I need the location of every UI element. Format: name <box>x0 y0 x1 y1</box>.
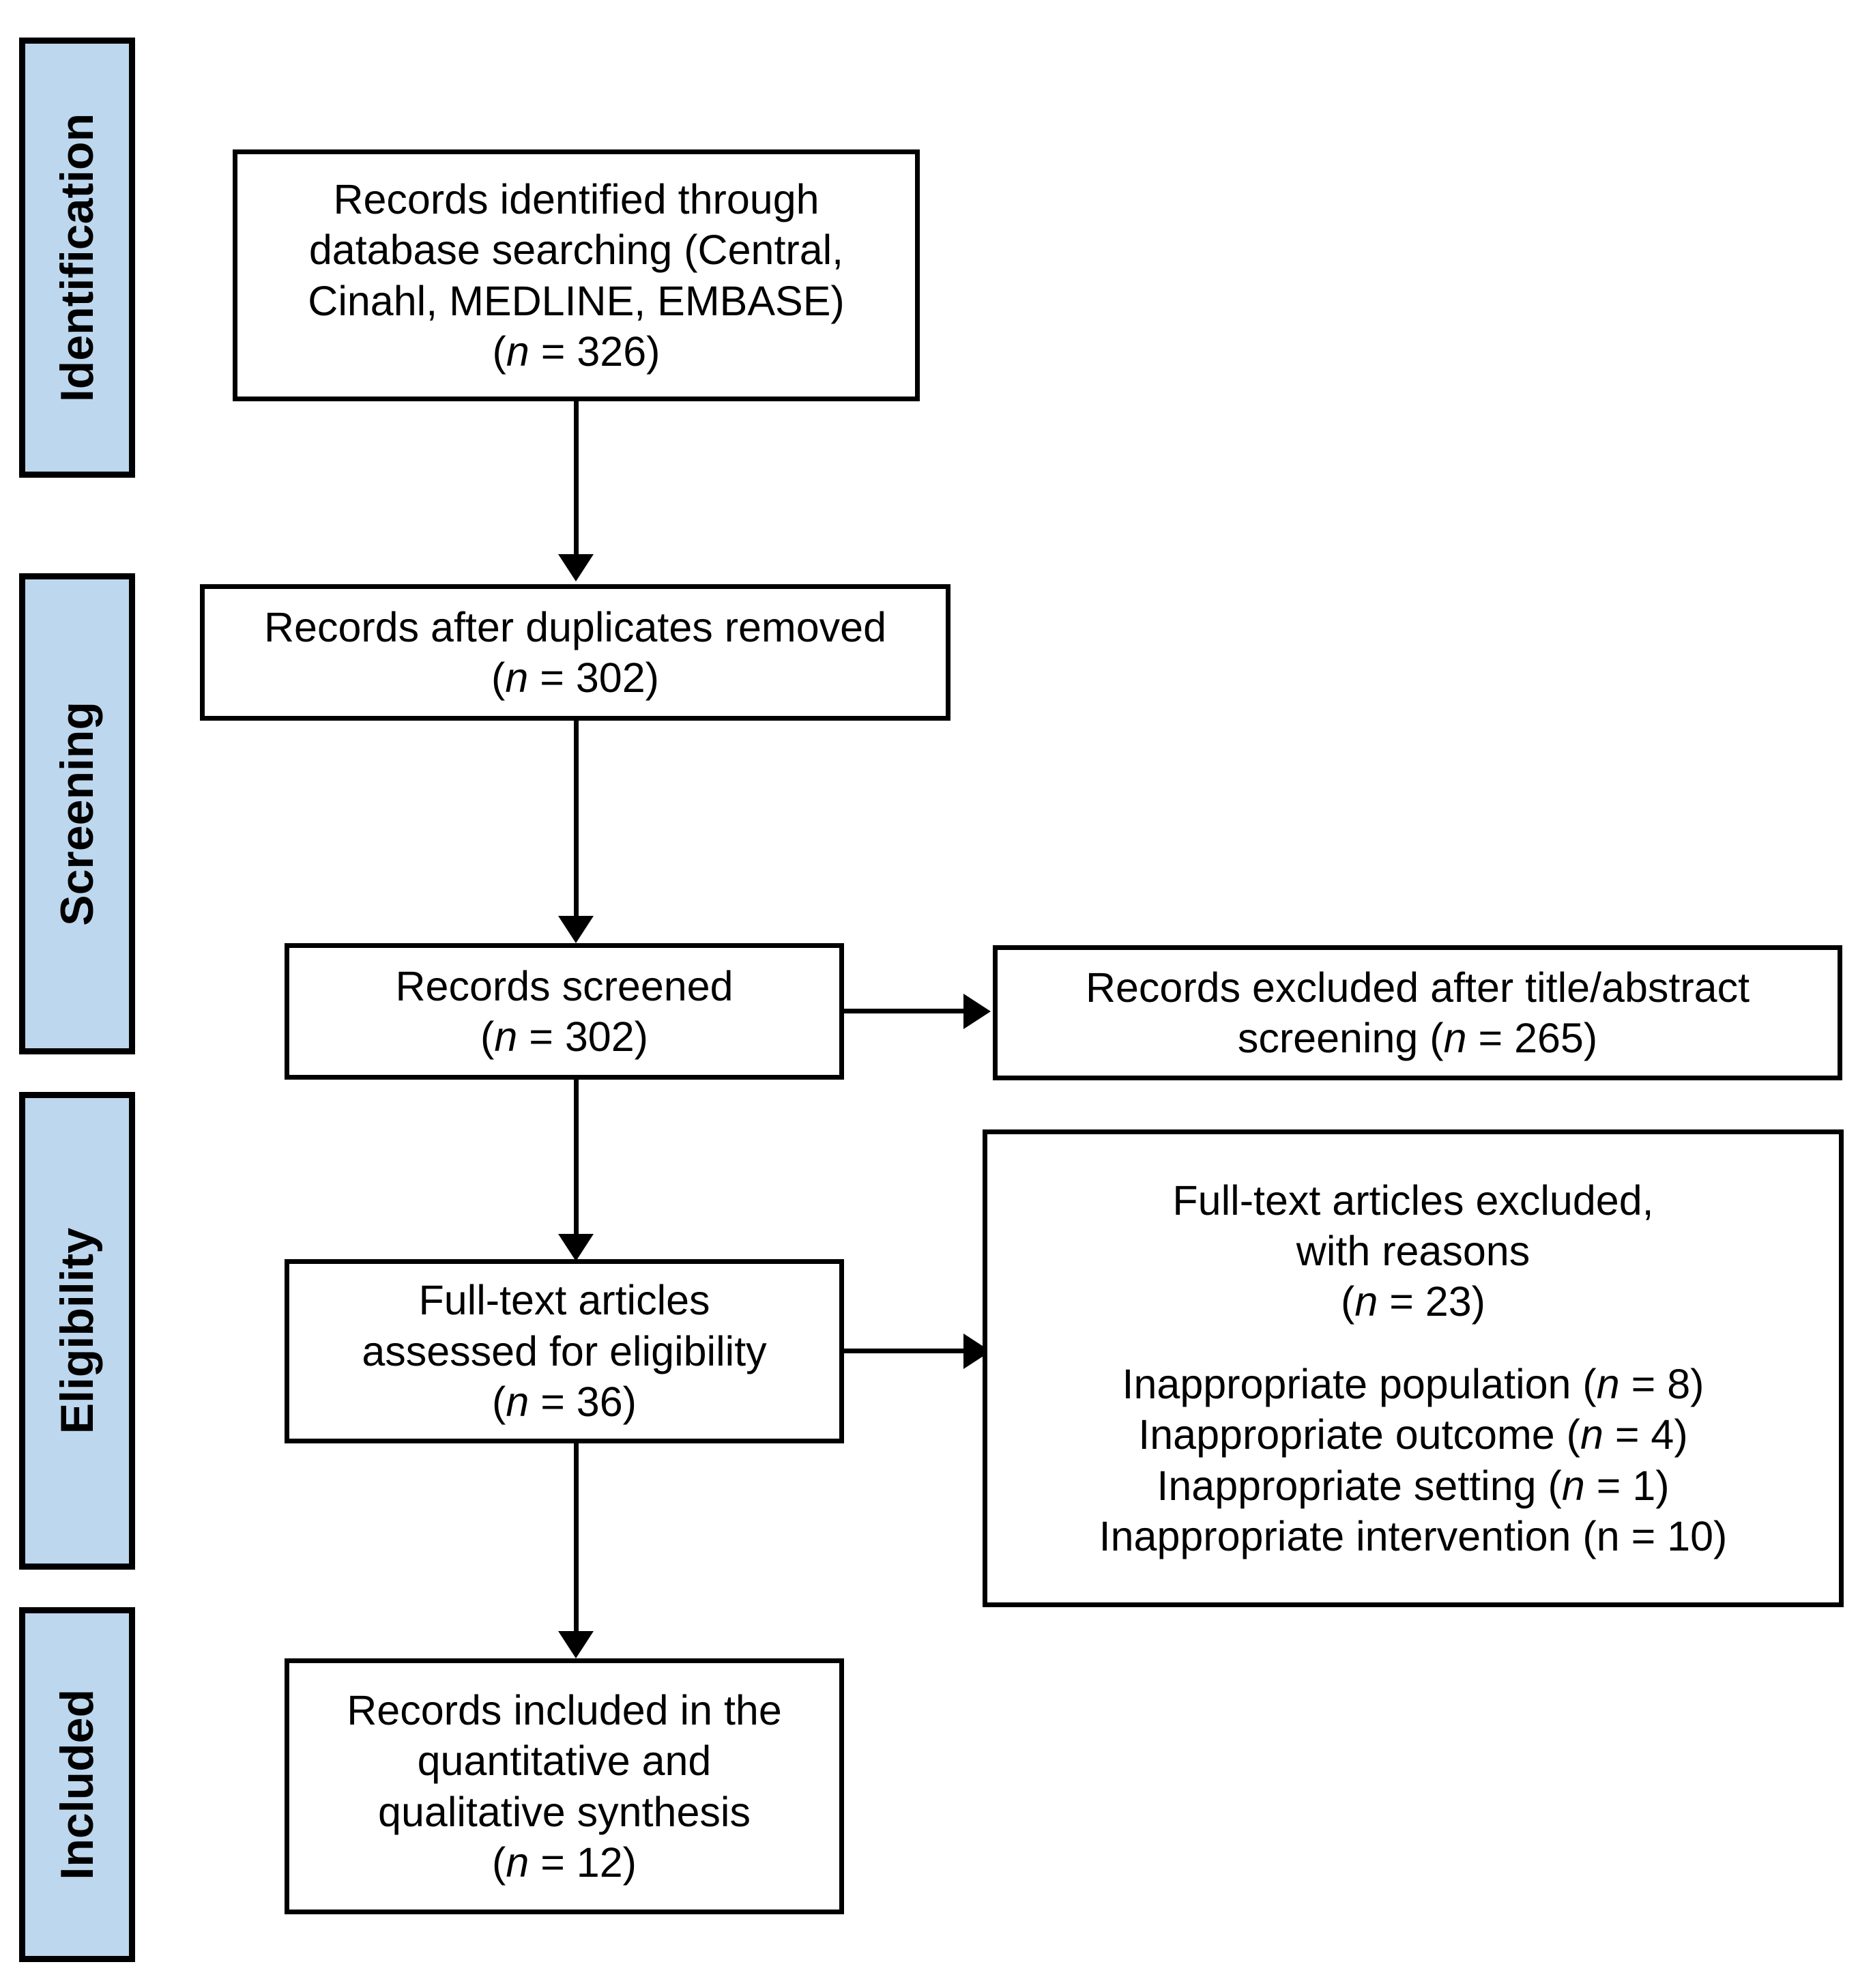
connector-fulltext-to-included <box>574 1443 579 1634</box>
box-duplicates-removed-line-1: Records after duplicates removed <box>263 603 887 650</box>
n-symbol: n <box>1354 1278 1378 1325</box>
n-symbol: n <box>506 1839 529 1886</box>
arrowhead-duplicates-to-screened <box>558 916 594 943</box>
box-records-identified-line-1: Records identified through <box>333 175 819 222</box>
stage-label-identification: Identification <box>19 38 135 478</box>
box-records-identified-count-value: 326 <box>577 328 647 375</box>
box-records-identified-line-3: Cinahl, MEDLINE, EMBASE) <box>308 277 845 324</box>
box-fulltext-excluded-count-value: 23 <box>1425 1278 1472 1325</box>
n-symbol: n <box>494 1013 518 1060</box>
box-records-excluded-screening-count-value: 265 <box>1514 1015 1584 1061</box>
box-records-excluded-screening-line-2: screening (n = 265) <box>1237 1015 1598 1061</box>
arrowhead-fulltext-to-included <box>558 1631 594 1658</box>
stage-label-screening: Screening <box>19 573 135 1054</box>
n-symbol: n <box>506 328 529 375</box>
box-records-excluded-screening: Records excluded after title/abstract sc… <box>993 945 1842 1080</box>
box-fulltext-excluded-count: (n = 23) <box>1341 1278 1485 1325</box>
box-records-screened-count: (n = 302) <box>480 1013 648 1060</box>
connector-identified-to-duplicates <box>574 401 579 558</box>
box-records-excluded-screening-line-1: Records excluded after title/abstract <box>1085 964 1750 1011</box>
stage-label-eligibility-text: Eligibility <box>51 1227 103 1435</box>
stage-label-eligibility: Eligibility <box>19 1092 135 1570</box>
connector-duplicates-to-screened <box>574 721 579 919</box>
box-records-included-line-3: qualitative synthesis <box>378 1788 751 1835</box>
reason-item-intervention: Inappropriate intervention (n = 10) <box>1099 1513 1728 1560</box>
box-duplicates-removed-count-value: 302 <box>575 654 645 701</box>
connector-screened-to-excluded <box>844 1009 966 1013</box>
box-records-included-line-1: Records included in the <box>347 1686 782 1733</box>
box-fulltext-excluded-reasons: Full-text articles excluded, with reason… <box>983 1129 1844 1607</box>
reason-item-intervention-value: 10 <box>1667 1513 1714 1560</box>
box-records-identified-line-2: database searching (Central, <box>308 227 844 274</box>
box-records-included: Records included in the quantitative and… <box>285 1658 844 1914</box>
box-duplicates-removed: Records after duplicates removed (n = 30… <box>200 584 950 721</box>
arrowhead-screened-to-excluded <box>963 994 991 1029</box>
n-symbol: n <box>1596 1360 1620 1407</box>
box-duplicates-removed-count: (n = 302) <box>491 654 659 701</box>
box-records-screened: Records screened (n = 302) <box>285 943 844 1080</box>
box-fulltext-assessed-line-1: Full-text articles <box>418 1277 710 1324</box>
box-records-screened-line-1: Records screened <box>395 962 734 1009</box>
box-records-identified: Records identified through database sear… <box>233 149 920 401</box>
box-fulltext-assessed: Full-text articles assessed for eligibil… <box>285 1259 844 1443</box>
reason-item-population: Inappropriate population (n = 8) <box>1122 1360 1704 1407</box>
n-symbol: n <box>1561 1462 1585 1509</box>
box-fulltext-assessed-count-value: 36 <box>576 1379 623 1426</box>
stage-label-screening-text: Screening <box>51 702 103 926</box>
arrowhead-screened-to-fulltext <box>558 1234 594 1261</box>
box-records-included-line-2: quantitative and <box>417 1738 712 1785</box>
connector-screened-to-fulltext <box>574 1080 579 1237</box>
box-records-screened-count-value: 302 <box>564 1013 635 1060</box>
reason-item-population-value: 8 <box>1667 1360 1691 1407</box>
box-fulltext-assessed-line-2: assessed for eligibility <box>362 1327 767 1374</box>
stage-label-identification-text: Identification <box>51 113 103 403</box>
reason-item-setting-value: 1 <box>1632 1462 1656 1509</box>
stage-label-included-text: Included <box>51 1689 103 1880</box>
box-fulltext-excluded-line-2: with reasons <box>1296 1227 1530 1274</box>
reason-item-outcome: Inappropriate outcome (n = 4) <box>1138 1411 1688 1458</box>
n-symbol: n <box>1596 1513 1620 1560</box>
stage-label-included: Included <box>19 1607 135 1962</box>
box-records-included-count: (n = 12) <box>492 1839 637 1886</box>
box-fulltext-assessed-count: (n = 36) <box>492 1379 637 1426</box>
arrowhead-identified-to-duplicates <box>558 554 594 581</box>
connector-fulltext-to-excluded-reasons <box>844 1349 966 1353</box>
n-symbol: n <box>506 1379 529 1426</box>
n-symbol: n <box>505 654 529 701</box>
box-records-included-count-value: 12 <box>576 1839 623 1886</box>
n-symbol: n <box>1443 1015 1467 1061</box>
box-records-identified-count: (n = 326) <box>492 328 661 375</box>
reason-item-outcome-value: 4 <box>1651 1411 1674 1458</box>
box-fulltext-excluded-line-1: Full-text articles excluded, <box>1172 1177 1654 1224</box>
reason-item-setting: Inappropriate setting (n = 1) <box>1157 1462 1670 1509</box>
n-symbol: n <box>1580 1411 1603 1458</box>
